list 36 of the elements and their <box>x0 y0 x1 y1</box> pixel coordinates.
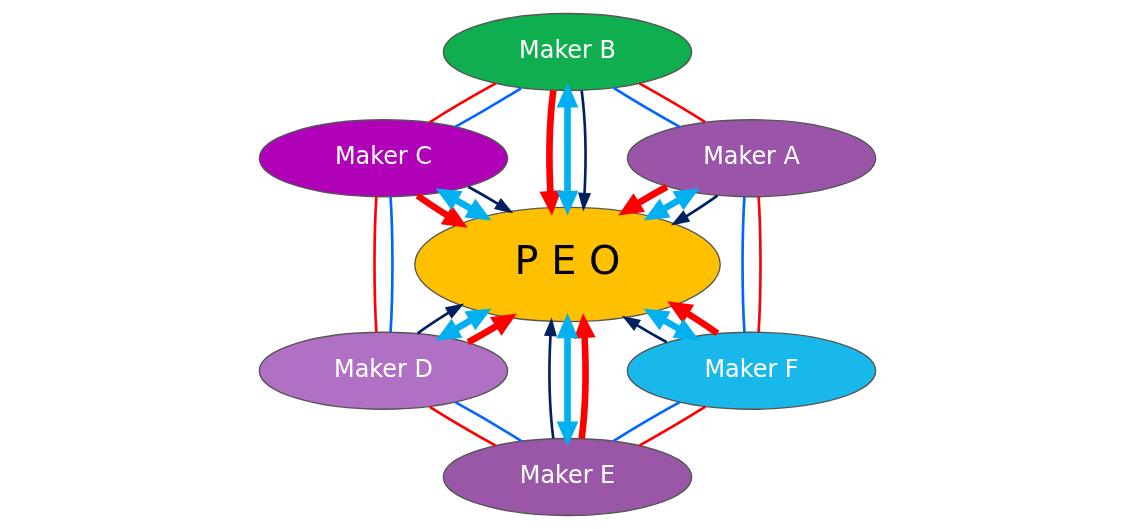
connector <box>612 86 681 128</box>
arrow <box>618 183 669 216</box>
arrow <box>556 313 579 447</box>
node-ellipse: Maker C <box>258 119 509 198</box>
connector <box>741 196 746 333</box>
arrow <box>643 308 700 341</box>
arrow <box>643 188 700 221</box>
connector <box>429 405 497 447</box>
connector <box>373 196 378 333</box>
arrow <box>667 301 720 337</box>
connector <box>638 82 706 124</box>
node-ellipse: Maker F <box>626 331 877 410</box>
arrow <box>670 194 719 226</box>
connector <box>428 82 497 124</box>
connector <box>389 196 394 333</box>
arrow <box>578 90 592 212</box>
arrow <box>573 313 596 439</box>
arrow <box>539 90 562 216</box>
connector <box>454 401 523 443</box>
arrow <box>435 308 492 341</box>
arrow <box>435 188 492 221</box>
connector <box>757 196 762 333</box>
arrow <box>543 317 557 439</box>
connector <box>454 86 522 128</box>
arrow <box>466 313 517 346</box>
arrow <box>621 315 668 344</box>
arrow <box>467 185 514 214</box>
node-ellipse: Maker E <box>442 437 693 517</box>
node-ellipse: Maker B <box>442 12 693 92</box>
arrow <box>415 192 468 228</box>
arrow <box>416 303 465 335</box>
node-ellipse: Maker D <box>258 331 509 410</box>
connector <box>638 405 707 447</box>
arrow <box>556 82 579 216</box>
connector <box>613 401 681 443</box>
node-ellipse: Maker A <box>626 119 877 198</box>
